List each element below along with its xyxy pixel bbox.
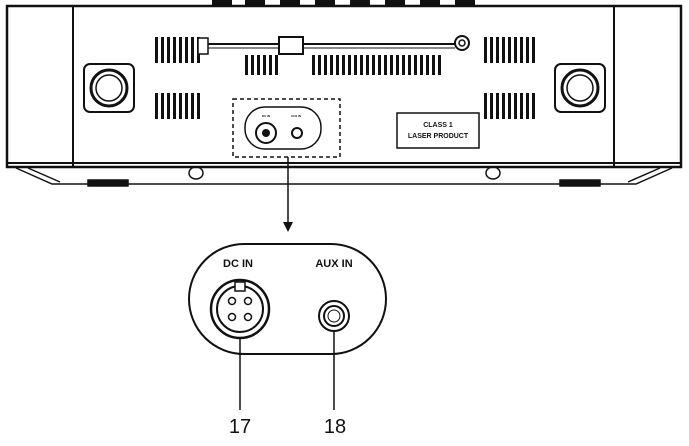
vent-slot <box>496 37 499 63</box>
vent-slot <box>155 37 158 63</box>
vent-slot <box>520 93 523 119</box>
vent-slot <box>348 55 351 75</box>
vent-slot <box>438 55 441 75</box>
dc-in-part-number: 17 <box>229 416 251 438</box>
vent-slot <box>490 37 493 63</box>
vent-slot <box>514 37 517 63</box>
device-aux-jack <box>291 127 303 139</box>
vent-slot <box>502 37 505 63</box>
device-dc-jack <box>255 122 277 144</box>
vent-slot <box>312 55 315 75</box>
vent-slot <box>275 55 278 75</box>
vent-slot <box>360 55 363 75</box>
laser-label-line2: LASER PRODUCT <box>408 133 469 140</box>
vent-slot <box>520 37 523 63</box>
vent-slot <box>167 93 170 119</box>
vent-slot <box>384 55 387 75</box>
device-dc-label: DC IN <box>262 114 270 118</box>
vent-slot <box>191 37 194 63</box>
vent-slot <box>372 55 375 75</box>
vent-slot <box>354 55 357 75</box>
callout-dc-label: DC IN <box>223 258 253 270</box>
vent-slot <box>508 37 511 63</box>
zoom-arrow <box>283 157 293 232</box>
vent-slot <box>526 93 529 119</box>
vent-slot <box>179 93 182 119</box>
vent-slot <box>514 93 517 119</box>
left-knob <box>83 63 135 113</box>
vent-slot <box>390 55 393 75</box>
vent-slot <box>408 55 411 75</box>
vent-slot <box>318 55 321 75</box>
vent-slot <box>257 55 260 75</box>
vent-slot <box>496 93 499 119</box>
vent-slot <box>484 37 487 63</box>
device-housing <box>5 4 683 169</box>
vent-slot <box>245 55 248 75</box>
vent-slot <box>251 55 254 75</box>
antenna <box>197 35 470 55</box>
callout-aux-label: AUX IN <box>315 258 352 270</box>
leader-lines <box>239 331 335 410</box>
vent-slot <box>269 55 272 75</box>
vent-slot <box>173 93 176 119</box>
vent-slot <box>426 55 429 75</box>
vent-slot <box>508 93 511 119</box>
vent-slot <box>155 93 158 119</box>
vent-slot <box>173 37 176 63</box>
vent-slot <box>185 37 188 63</box>
vent-slot <box>532 37 535 63</box>
vent-slot <box>396 55 399 75</box>
vent-slot <box>191 93 194 119</box>
vent-slot <box>432 55 435 75</box>
vent-slot <box>414 55 417 75</box>
vent-slot <box>532 93 535 119</box>
vent-slots <box>155 37 535 119</box>
vent-slot <box>263 55 266 75</box>
vent-slot <box>484 93 487 119</box>
vent-slot <box>490 93 493 119</box>
device-jack-panel: DC IN AUX IN <box>232 98 341 158</box>
aux-in-jack <box>318 300 350 332</box>
device-base <box>15 166 673 187</box>
right-knob <box>554 63 606 113</box>
device-aux-label: AUX IN <box>291 114 301 118</box>
vent-slot <box>167 37 170 63</box>
vent-slot <box>324 55 327 75</box>
vent-slot <box>336 55 339 75</box>
vent-slot <box>420 55 423 75</box>
vent-slot <box>342 55 345 75</box>
vent-slot <box>185 93 188 119</box>
vent-slot <box>197 93 200 119</box>
laser-product-label: CLASS 1 LASER PRODUCT <box>396 112 480 149</box>
vent-slot <box>179 37 182 63</box>
vent-slot <box>402 55 405 75</box>
vent-slot <box>526 37 529 63</box>
vent-slot <box>161 37 164 63</box>
callout-panel: DC IN AUX IN <box>188 243 387 355</box>
vent-slot <box>366 55 369 75</box>
vent-slot <box>502 93 505 119</box>
top-buttons <box>212 0 475 5</box>
vent-slot <box>161 93 164 119</box>
laser-label-line1: CLASS 1 <box>423 122 453 129</box>
vent-slot <box>330 55 333 75</box>
aux-in-part-number: 18 <box>324 416 346 438</box>
vent-slot <box>378 55 381 75</box>
